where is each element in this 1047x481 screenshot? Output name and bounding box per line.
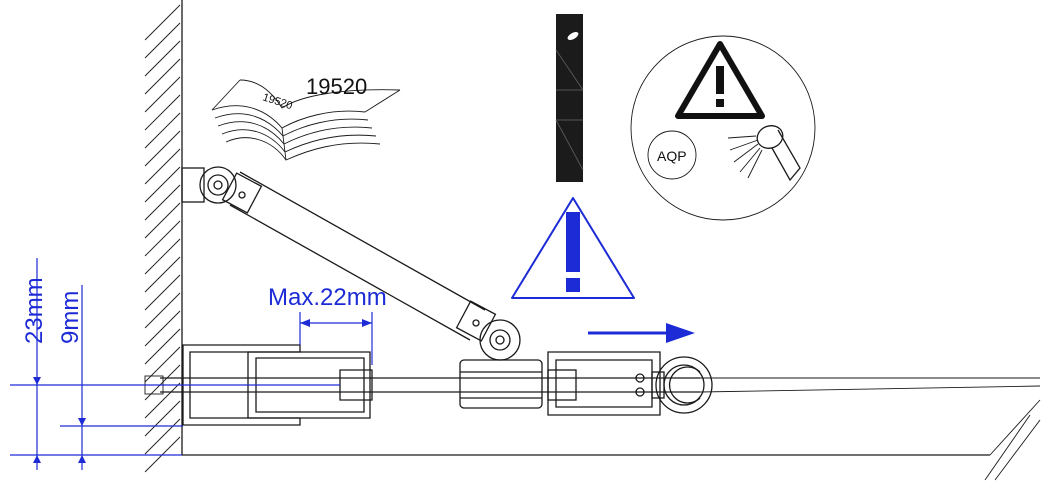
right-profile: [547, 351, 661, 416]
glass-panel: [160, 377, 700, 393]
tool-strip-icon: [555, 14, 584, 182]
floor-lines: [182, 377, 1041, 481]
aqp-label: AQP: [657, 148, 687, 164]
wall-hatching: [144, 0, 183, 473]
direction-arrow-icon: [588, 323, 695, 343]
part-number-label: 19520: [306, 74, 367, 99]
total-height-label: 23mm: [21, 277, 48, 344]
dimension-lines: [10, 258, 373, 470]
caution-exclamation-icon: [511, 197, 635, 299]
round-end-cap: [651, 356, 713, 414]
warning-triangle-icon: [675, 41, 765, 119]
warning-circle: AQP: [630, 35, 816, 221]
max-gap-label: Max.22mm: [268, 284, 387, 311]
center-clamp: [459, 359, 543, 409]
inner-height-label: 9mm: [57, 291, 84, 344]
book-cover-number: 19520: [261, 91, 294, 112]
stabilizer-arm: [181, 166, 521, 361]
shower-head-icon: [727, 125, 801, 182]
